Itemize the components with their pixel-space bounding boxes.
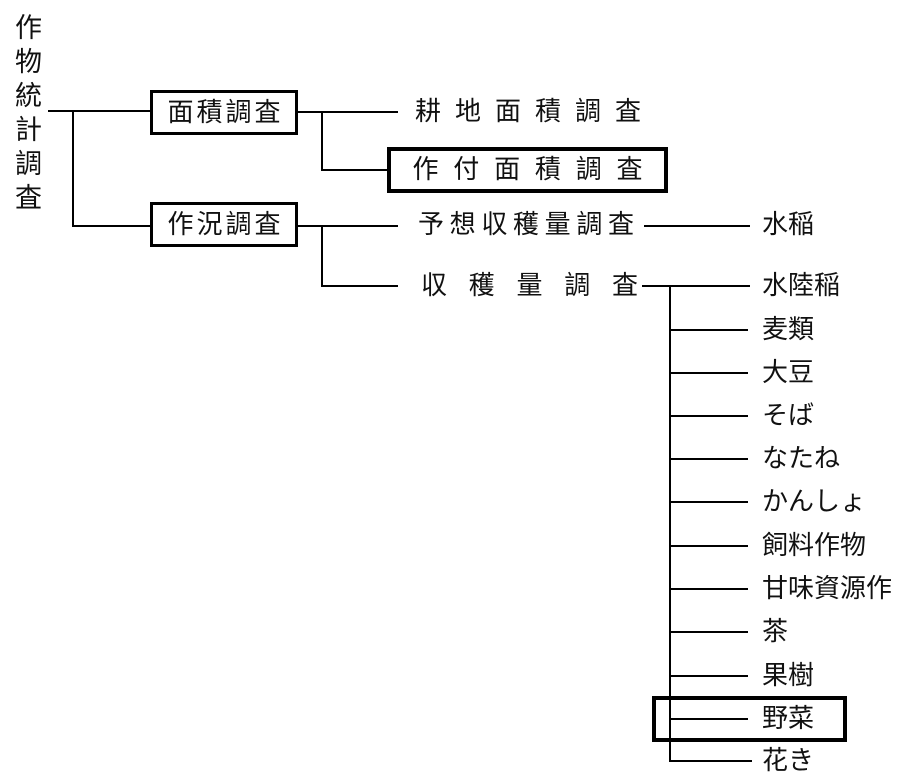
crop-item-label-sweetener-crops: 甘味資源作 [762, 574, 893, 604]
crop-item-label-flowers: 花き [762, 746, 815, 776]
line-to-planted-area-box [321, 169, 387, 171]
crop-item-label-buckwheat: そば [762, 401, 815, 431]
crop-condition-survey-box: 作況調査 [150, 202, 298, 247]
crop-item-label-paddy-upland-rice: 水陸稲 [762, 271, 841, 301]
tick-wheat-barley [669, 329, 748, 331]
tick-feed-crops [669, 545, 748, 547]
tick-buckwheat [669, 415, 748, 417]
planted-area-survey-label: 作付面積調査 [412, 155, 643, 185]
planted-area-survey-box: 作付面積調査 [387, 147, 668, 193]
line-expected-yield-to-paddy-rice [644, 225, 750, 227]
tick-sweetener-crops [669, 588, 748, 590]
expected-yield-survey-label: 予想収穫量調査 [418, 210, 634, 240]
crop-item-label-fruit-trees: 果樹 [762, 661, 815, 691]
line-to-yield-survey [321, 285, 398, 287]
line-yield-to-first-target [642, 285, 750, 287]
cultivated-land-survey-label: 耕地面積調査 [415, 97, 641, 127]
crop-item-label-wheat-barley: 麦類 [762, 315, 815, 345]
crop-item-label-sweet-potato: かんしょ [762, 487, 867, 517]
tick-rapeseed [669, 458, 748, 460]
line-root-vertical [72, 110, 74, 227]
crop-condition-survey-label: 作況調査 [167, 209, 284, 240]
crop-item-label-soybean: 大豆 [762, 358, 815, 388]
vegetables-highlight-box [652, 696, 847, 742]
line-to-crop-condition-box [72, 225, 150, 227]
line-condition-branch-vertical [321, 225, 323, 287]
root-label: 作物統計調査 [10, 13, 41, 217]
yield-survey-label: 収穫量調査 [421, 271, 638, 301]
line-root-horizontal [48, 110, 150, 112]
line-condition-to-expected-yield [298, 225, 398, 227]
line-area-to-cultivated-land [298, 111, 398, 113]
crop-item-label-feed-crops: 飼料作物 [762, 531, 867, 561]
tick-flowers [669, 760, 752, 762]
area-survey-label: 面積調査 [167, 97, 284, 128]
area-survey-box: 面積調査 [150, 90, 298, 135]
tick-soybean [669, 372, 748, 374]
tick-vegetables [669, 718, 748, 720]
crop-item-label-vegetables: 野菜 [762, 704, 815, 734]
paddy-rice-label: 水稲 [762, 210, 815, 240]
tick-sweet-potato [669, 501, 748, 503]
line-area-branch-vertical [321, 111, 323, 171]
line-yield-trunk-vertical [669, 285, 671, 762]
crop-item-label-tea: 茶 [762, 617, 789, 647]
crop-item-label-rapeseed: なたね [762, 444, 841, 474]
tick-fruit-trees [669, 675, 748, 677]
tick-tea [669, 631, 748, 633]
